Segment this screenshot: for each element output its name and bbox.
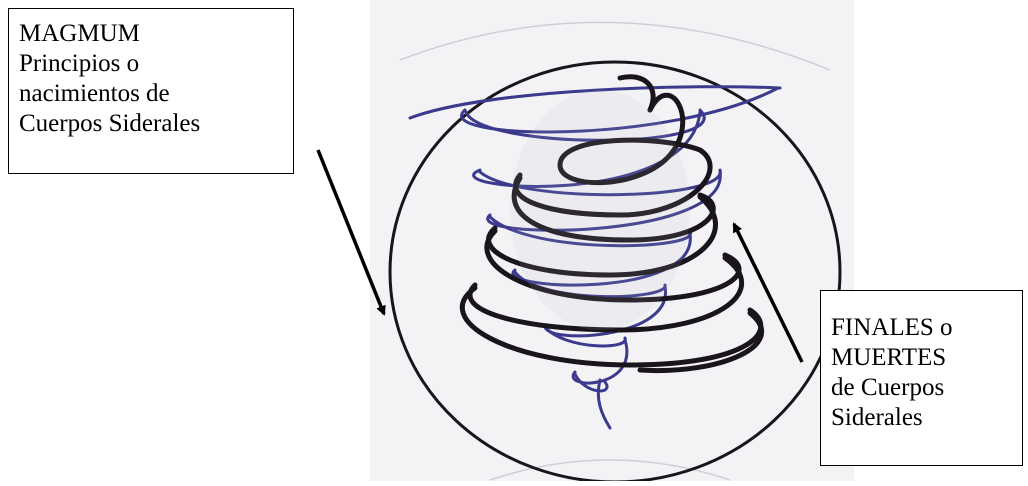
label-finales: FINALES o MUERTES de Cuerpos Siderales [820, 290, 1023, 466]
label-finales-line: MUERTES [831, 343, 1012, 373]
label-magmum: MAGMUM Principios o nacimientos de Cuerp… [8, 8, 294, 174]
label-finales-line: de Cuerpos [831, 373, 1012, 403]
label-magmum-line: Principios o [19, 49, 283, 79]
arrow-to-spiral [734, 224, 802, 362]
label-magmum-line: Cuerpos Siderales [19, 109, 283, 139]
label-magmum-line: MAGMUM [19, 19, 283, 49]
arrow-to-circle-edge [318, 150, 384, 314]
label-finales-line: FINALES o [831, 313, 1012, 343]
label-finales-line: Siderales [831, 403, 1012, 433]
label-magmum-line: nacimientos de [19, 79, 283, 109]
